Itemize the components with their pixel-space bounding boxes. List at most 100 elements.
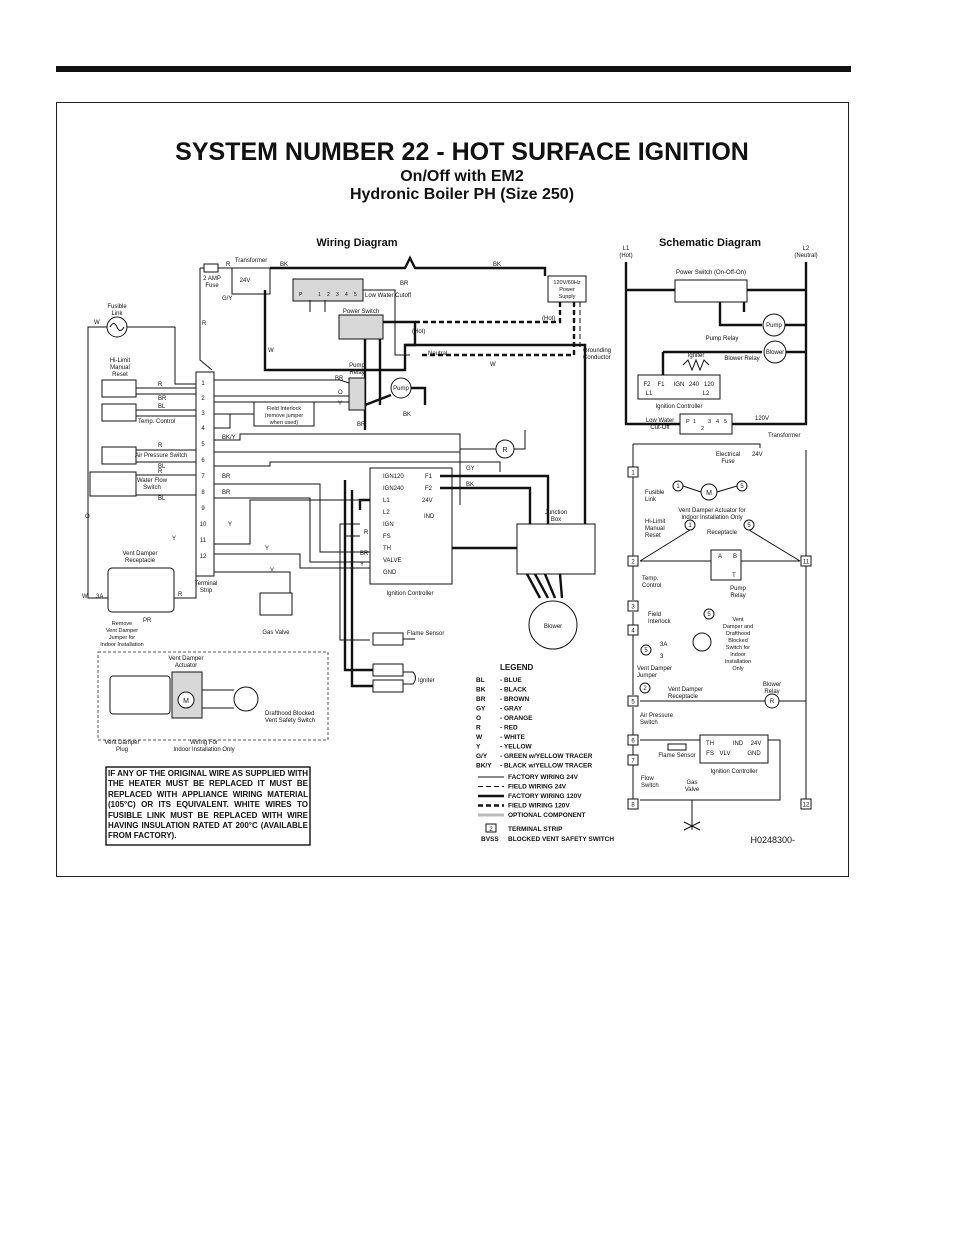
sch-igniter-label: Igniter (688, 353, 705, 359)
sch-wire-pump (718, 302, 762, 327)
wire-igniter (343, 580, 373, 688)
sch-terminal-box (627, 555, 639, 567)
sch-rails-24 (632, 443, 807, 800)
terminal-11: 11 (200, 538, 207, 544)
wiring-for-label-2: Indoor Installation Only (173, 747, 234, 753)
sch-gas-1: Gas (686, 780, 697, 786)
ign-term-th: TH (383, 546, 391, 552)
terminal-2: 2 (201, 396, 205, 402)
pump-relay-label-2: Relay (349, 370, 364, 376)
sch-hilimit-2: Manual (645, 526, 665, 532)
sch-l1-hot: (Hot) (619, 253, 632, 259)
sch-l2: L2 (803, 246, 810, 252)
ign-term-ign120: IGN120 (383, 474, 404, 480)
wire-label-r-fuse: R (226, 262, 231, 268)
wire-w-neutral (405, 343, 587, 540)
sch-terminal-number: 7 (631, 759, 635, 765)
grounding-label-2: Conductor (583, 355, 611, 361)
legend-title: LEGEND (500, 663, 534, 672)
sch-blower-relay2-1: Blower (763, 682, 781, 688)
sch-ic2-fs: FS (706, 751, 714, 757)
terminal-8: 8 (201, 490, 205, 496)
sch-relay-b: B (733, 554, 737, 560)
terminal-3: 3 (201, 411, 205, 417)
sch-gas-valve-symbol (683, 800, 701, 831)
draft-label-1: Drafthood Blocked (265, 711, 314, 717)
ign-term-l2: L2 (383, 510, 390, 516)
sch-lw-1: 1 (693, 419, 696, 425)
sch-ic2-label: Ignition Controller (710, 769, 757, 775)
sch-air-2: Switch (640, 720, 658, 726)
sch-terminal-box (627, 624, 639, 636)
wire-ign-left (343, 480, 370, 585)
diagram-title: SYSTEM NUMBER 22 - HOT SURFACE IGNITION (175, 138, 749, 166)
sch-circle-3a: 3A (660, 642, 667, 648)
sch-vent-switch-1: Vent (732, 617, 743, 623)
legend-line-label: FACTORY WIRING 24V (508, 774, 579, 781)
sch-ic-240: 240 (689, 382, 700, 388)
flame-sensor-label: Flame Sensor (407, 631, 444, 637)
sch-vent-switch-4: Blocked (728, 638, 748, 644)
legend-color-name: - WHITE (500, 734, 526, 741)
terminal-strip-numbers: 1 2 3 4 5 6 7 8 9 10 11 12 (200, 381, 207, 560)
wire-label-bk-f: BK (466, 482, 474, 488)
legend-color-code: BK (476, 687, 486, 694)
wire-label-br-ign-2: BR (222, 490, 231, 496)
vent-damper-plug (109, 675, 171, 715)
terminal-12: 12 (200, 554, 207, 560)
legend-color-name: - BLUE (500, 677, 522, 684)
wire-hilimit (136, 387, 200, 395)
fuse-label-1: 2 AMP (203, 276, 221, 282)
sch-wire-actuator (682, 485, 738, 493)
sch-ic-l1: L1 (646, 391, 653, 397)
grounding-label-1: Grounding (583, 348, 611, 354)
neutral-label: Neutral (428, 351, 447, 357)
wire-r-left (199, 268, 213, 371)
diagram-subtitle-1: On/Off with EM2 (400, 168, 524, 185)
transformer-gy: G/Y (222, 296, 232, 302)
sch-lw-p: P (686, 419, 690, 425)
power-switch (338, 314, 384, 340)
wire-label-r-fs: R (364, 530, 369, 536)
wire-label-w-main: W (268, 348, 274, 354)
diagram-frame (56, 102, 849, 877)
supply-label-2: Power (559, 287, 575, 293)
transformer-label: Transformer (235, 258, 267, 264)
fuse (203, 263, 219, 273)
lwco-pin-3: 3 (336, 292, 339, 298)
wire-field-interlock (214, 413, 254, 429)
wire-switch-out (363, 339, 382, 430)
sch-pump-label: Pump (766, 323, 782, 329)
temp-control (101, 403, 137, 422)
sch-power-switch-label: Power Switch (On-Off-On) (676, 270, 746, 276)
lwco-pin-p: P (299, 292, 303, 298)
legend-color-name: - BLACK w/YELLOW TRACER (500, 763, 592, 770)
sch-ic2-ind: IND (733, 741, 744, 747)
igniter-plug-2 (372, 679, 404, 693)
vent-receptacle-label-1: Vent Damper (122, 551, 157, 557)
wire-blower (525, 573, 564, 599)
wire-label-gy: GY (466, 466, 475, 472)
vent-plug-label-2: Plug (116, 747, 128, 753)
water-flow-label-2: Switch (143, 485, 161, 491)
sch-flow-1: Flow (641, 776, 654, 782)
sch-ic-120: 120 (704, 382, 715, 388)
sch-circle-2-label: 2 (643, 686, 647, 692)
wire-label-y-valve: Y (360, 562, 364, 568)
wiring-diagram-title: Wiring Diagram (316, 237, 397, 249)
ign-term-valve: VALVE (383, 558, 401, 564)
legend-color-name: - BLACK (500, 687, 527, 694)
sch-terminal-box (627, 600, 639, 612)
wire-flame (339, 523, 370, 641)
lwco-label: Low Water Cutoff (365, 293, 411, 299)
gas-valve (259, 592, 293, 616)
sch-terminal-box (627, 466, 639, 478)
sch-ic2-gnd: GND (747, 751, 761, 757)
terminal-9: 9 (201, 506, 205, 512)
wire-flow (136, 474, 200, 496)
wire-label-r-receptacle: R (178, 592, 183, 598)
ignition-controller (369, 467, 453, 585)
diagram-subtitle-2: Hydronic Boiler PH (Size 250) (350, 186, 574, 203)
